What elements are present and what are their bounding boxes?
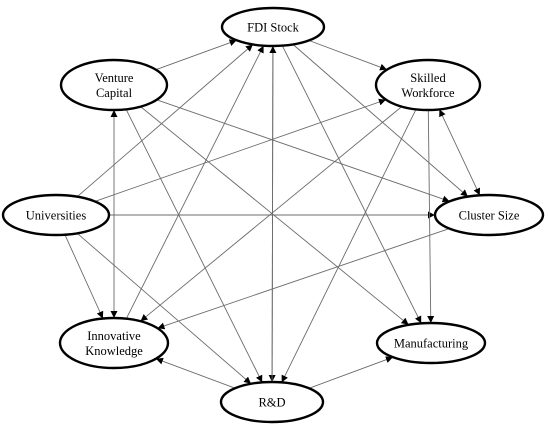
edge-uni-to-rd: [76, 232, 252, 385]
node-label: Skilled: [410, 71, 446, 85]
node-uni: Universities: [1, 193, 111, 237]
node-ellipse: [374, 58, 482, 112]
node-label: Manufacturing: [394, 337, 469, 351]
node-label: Innovative: [87, 329, 141, 343]
node-ellipse: [375, 321, 487, 365]
node-fdi: FDI Stock: [220, 6, 326, 48]
edge-fdi-to-cs: [292, 44, 469, 197]
node-label: Cluster Size: [459, 209, 520, 223]
edge-rd-to-ik: [155, 357, 236, 389]
edge-cs-to-ik: [157, 228, 450, 330]
edge-rd-to-fdi: [269, 45, 277, 383]
node-label: Capital: [96, 86, 133, 100]
node-cs: Cluster Size: [433, 193, 545, 237]
edge-vc-to-mfg: [140, 106, 409, 326]
edge-uni-to-ik: [64, 234, 104, 319]
node-label: R&D: [258, 396, 285, 410]
node-label: Venture: [95, 71, 134, 85]
node-rd: R&D: [219, 380, 325, 424]
edge-uni-to-sw: [94, 98, 387, 202]
node-label: Knowledge: [85, 344, 143, 358]
node-label: Workforce: [401, 86, 455, 100]
edge-sw-to-ik: [140, 106, 402, 322]
node-ellipse: [58, 316, 170, 370]
edge-fdi-to-mfg: [281, 45, 422, 324]
node-label: FDI Stock: [247, 21, 299, 35]
node-ellipse: [219, 380, 325, 424]
edge-vc-to-cs: [156, 99, 450, 203]
edge-ik-to-fdi: [125, 45, 265, 319]
node-ellipse: [59, 58, 169, 112]
edges-layer: [64, 39, 481, 389]
node-ellipse: [220, 6, 326, 48]
edge-vc-to-fdi: [155, 39, 237, 71]
edge-sw-to-mfg: [427, 109, 435, 324]
edge-sw-to-cs-bidirectional: [438, 109, 481, 196]
edge-fdi-to-sw: [308, 40, 388, 71]
edge-vc-to-rd: [125, 109, 263, 383]
edge-uni-to-fdi: [76, 44, 254, 198]
edge-sw-to-rd: [281, 109, 417, 383]
node-ellipse: [433, 193, 545, 237]
node-mfg: Manufacturing: [375, 321, 487, 365]
node-ellipse: [1, 193, 111, 237]
edge-rd-to-mfg: [308, 356, 394, 389]
node-label: Universities: [26, 209, 87, 223]
